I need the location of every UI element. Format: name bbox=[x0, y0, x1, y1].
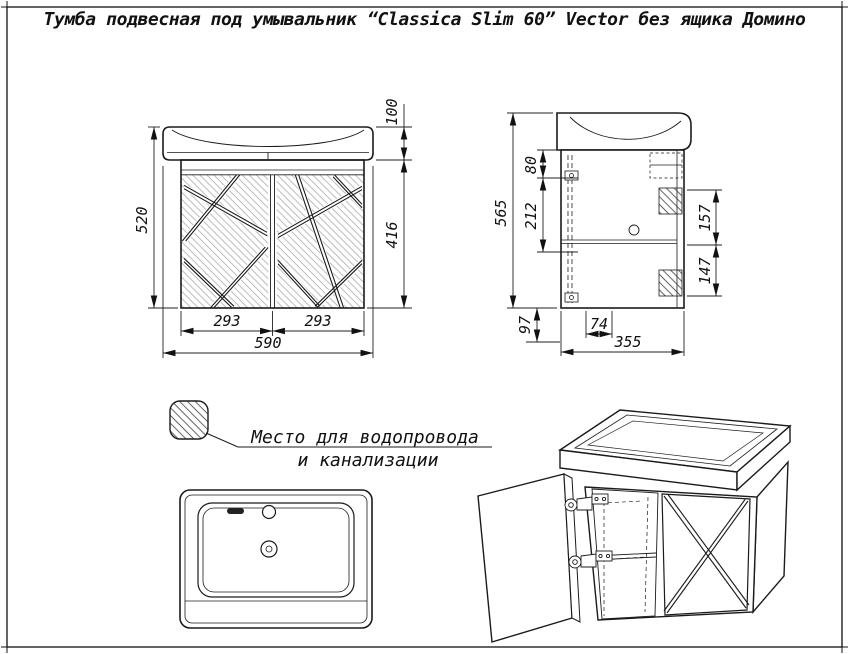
side-view: 565 80 212 157 147 97 74 355 bbox=[492, 112, 722, 356]
hinge-plate-top bbox=[564, 170, 579, 181]
front-sink bbox=[162, 126, 374, 161]
hinge-bottom bbox=[568, 550, 645, 569]
vector-pattern bbox=[181, 175, 364, 308]
side-cabinet bbox=[560, 149, 685, 309]
front-facade-height-label: 416 bbox=[383, 221, 401, 248]
drain-zone bbox=[658, 269, 683, 297]
basin-outline bbox=[197, 502, 355, 598]
side-drain-zone-label: 147 bbox=[696, 257, 714, 284]
front-door-right-width-label: 293 bbox=[304, 312, 331, 330]
faucet-hole bbox=[261, 504, 277, 520]
side-back-offset-label: 74 bbox=[590, 315, 608, 333]
legend-caption-line2: и канализации bbox=[298, 450, 439, 471]
top-view bbox=[179, 489, 373, 629]
drain-hole bbox=[260, 540, 278, 558]
drawing-title: Тумба подвесная под умывальник “Classica… bbox=[43, 9, 806, 30]
front-basin-height-label: 100 bbox=[383, 98, 401, 125]
side-sink bbox=[556, 112, 692, 151]
perspective-view bbox=[477, 409, 792, 643]
siphon-hole bbox=[628, 224, 640, 236]
hinge-plate-bottom bbox=[564, 292, 579, 303]
mounting-bracket bbox=[649, 152, 683, 179]
front-dimensions bbox=[148, 104, 412, 358]
hatched-area-symbol bbox=[169, 400, 209, 440]
side-top-inset-label: 80 bbox=[522, 156, 540, 174]
side-supply-zone-label: 157 bbox=[696, 204, 714, 231]
front-cabinet bbox=[180, 159, 365, 309]
side-dimensions bbox=[507, 112, 722, 356]
front-view: 520 100 416 293 293 590 bbox=[133, 98, 412, 358]
front-door-left-width-label: 293 bbox=[213, 312, 240, 330]
legend: Место для водопровода и канализации bbox=[169, 400, 492, 471]
legend-leader-line bbox=[205, 432, 492, 448]
hinge-top bbox=[564, 493, 643, 512]
persp-right-door bbox=[661, 493, 751, 616]
side-depth-total-label: 355 bbox=[613, 333, 641, 351]
door-gap bbox=[268, 175, 277, 308]
persp-open-door bbox=[477, 473, 581, 643]
side-hinge-span-label: 212 bbox=[522, 202, 540, 229]
front-width-total-label: 590 bbox=[254, 334, 281, 352]
legend-caption-line1: Место для водопровода bbox=[250, 427, 479, 448]
front-height-total-label: 520 bbox=[133, 206, 151, 233]
side-height-total-label: 565 bbox=[492, 199, 510, 226]
side-bottom-inset-label: 97 bbox=[516, 316, 534, 334]
water-supply-zone bbox=[658, 187, 683, 215]
persp-sink bbox=[558, 409, 792, 492]
overflow-slot bbox=[227, 508, 244, 514]
